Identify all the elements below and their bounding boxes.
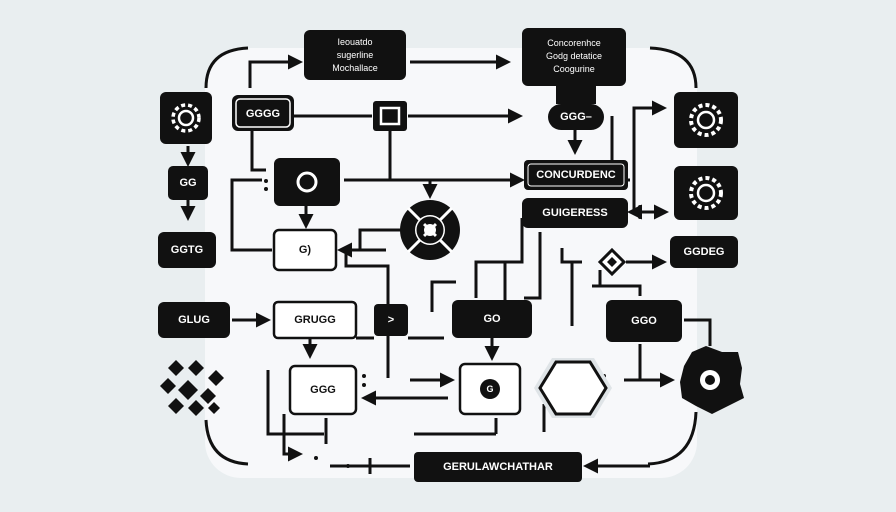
gggg-label: GGGG (246, 108, 280, 120)
node-concurdenc[interactable]: CONCURDENC (524, 160, 628, 190)
node-bottom-bar[interactable]: GERULAWCHATHAR (414, 452, 582, 482)
bottom-bar-label: GERULAWCHATHAR (443, 461, 553, 473)
frame-arc-top-right (649, 46, 698, 89)
ggtg-label: GGTG (171, 244, 203, 256)
node-grugg[interactable]: GRUGG (272, 300, 358, 340)
node-ggdeg[interactable]: GGDEG (670, 236, 738, 268)
top-right-note-line1: Concorenhce (547, 38, 601, 48)
gear-icon[interactable] (674, 166, 738, 220)
top-note-line1: Ieouatdo (337, 37, 372, 47)
ggdeg-label: GGDEG (684, 246, 725, 258)
circle-icon[interactable] (274, 158, 340, 206)
play-symbol-label: > (388, 314, 394, 326)
node-top-note[interactable]: Ieouatdo sugerline Mochallace (304, 30, 406, 80)
node-g-circle[interactable]: G (458, 362, 522, 416)
ggg-label: GGG (310, 384, 336, 396)
ggg-dash-label: GGG– (560, 111, 592, 123)
diamond-icon[interactable] (597, 247, 627, 277)
node-go[interactable]: GO (452, 300, 532, 338)
gear-icon[interactable] (680, 346, 744, 414)
concurdenc-label: CONCURDENC (536, 169, 616, 181)
top-note-line3: Mochallace (332, 63, 378, 73)
go-label: GO (483, 313, 501, 325)
grugg-label: GRUGG (294, 314, 336, 326)
frame-arc-bottom-right (647, 411, 698, 466)
node-gggg[interactable]: GGGG (232, 95, 294, 131)
node-ggtg[interactable]: GGTG (158, 232, 216, 268)
top-note-line2: sugerline (337, 50, 374, 60)
dot-grid-icon[interactable] (160, 360, 224, 416)
guigeress-label: GUIGERESS (542, 207, 607, 219)
g-circle-label: G (486, 384, 493, 394)
hexagon-icon[interactable] (534, 358, 612, 418)
node-g-paren[interactable]: G) (272, 228, 338, 272)
node-play-symbol[interactable]: > (374, 304, 408, 336)
node-glug[interactable]: GLUG (158, 302, 230, 338)
top-right-note-line2: Godg detatice (546, 51, 602, 61)
frame-arc-bottom-left (204, 419, 249, 466)
frame-arc-top-left (204, 46, 249, 89)
node-ggo[interactable]: GGO (606, 300, 682, 342)
glug-label: GLUG (178, 314, 210, 326)
gear-icon[interactable] (160, 92, 212, 144)
gg-label: GG (179, 177, 196, 189)
node-gg[interactable]: GG (168, 166, 208, 200)
target-icon[interactable] (400, 200, 460, 260)
top-right-note-line3: Coogurine (553, 64, 595, 74)
gear-icon[interactable] (674, 92, 738, 148)
node-guigeress[interactable]: GUIGERESS (522, 198, 628, 228)
g-paren-label: G) (299, 244, 312, 256)
ggo-label: GGO (631, 315, 657, 327)
node-ggg-dash[interactable]: GGG– (548, 104, 604, 130)
square-icon[interactable] (373, 101, 407, 131)
node-top-right-note[interactable]: Concorenhce Godg detatice Coogurine (522, 28, 626, 104)
node-ggg[interactable]: GGG (288, 364, 358, 416)
